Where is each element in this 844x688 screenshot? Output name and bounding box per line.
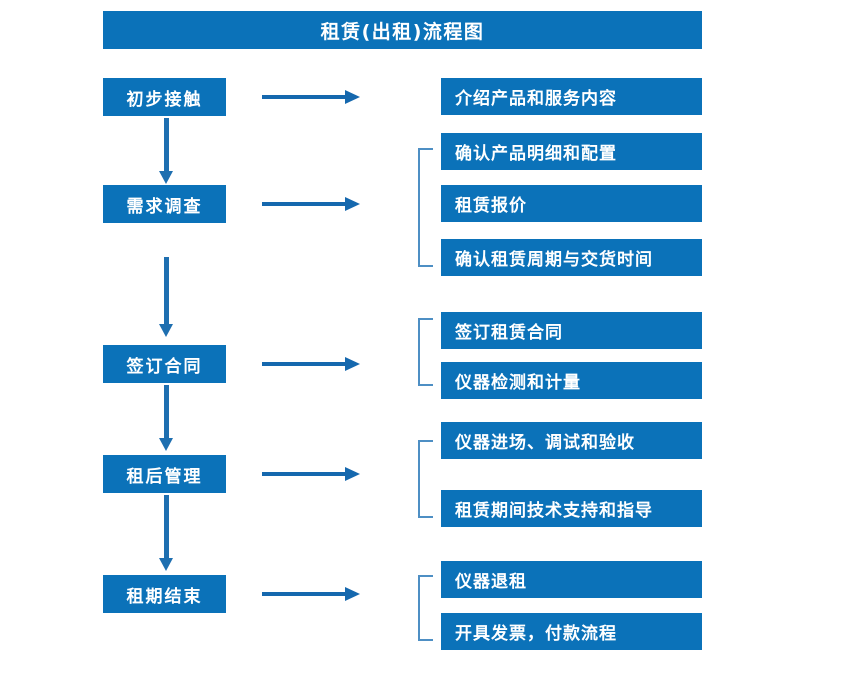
arrow-down-4: [159, 495, 173, 571]
stage-box-2[interactable]: 需求调查: [103, 185, 226, 223]
detail-box-2-3[interactable]: 确认租赁周期与交货时间: [441, 239, 702, 276]
stage-box-1[interactable]: 初步接触: [103, 78, 226, 116]
group-bracket-5: [418, 575, 433, 641]
arrow-head: [159, 171, 173, 184]
arrow-down-3: [159, 385, 173, 451]
detail-box-3-2[interactable]: 仪器检测和计量: [441, 362, 702, 399]
arrow-head: [345, 467, 360, 481]
detail-box-2-1[interactable]: 确认产品明细和配置: [441, 133, 702, 170]
arrow-head: [345, 357, 360, 371]
detail-box-1-1[interactable]: 介绍产品和服务内容: [441, 78, 702, 115]
arrow-head: [345, 197, 360, 211]
arrow-head: [159, 558, 173, 571]
detail-box-2-2[interactable]: 租赁报价: [441, 185, 702, 222]
arrow-shaft: [262, 472, 346, 476]
arrow-shaft: [164, 118, 169, 171]
detail-box-4-2[interactable]: 租赁期间技术支持和指导: [441, 490, 702, 527]
arrow-down-1: [159, 118, 173, 184]
arrow-shaft: [262, 362, 346, 366]
arrow-right-5: [262, 587, 360, 601]
arrow-head: [159, 324, 173, 337]
arrow-right-4: [262, 467, 360, 481]
group-bracket-3: [418, 318, 433, 386]
arrow-shaft: [262, 95, 346, 99]
stage-box-3[interactable]: 签订合同: [103, 345, 226, 383]
arrow-shaft: [262, 202, 346, 206]
stage-box-4[interactable]: 租后管理: [103, 455, 226, 493]
arrow-shaft: [164, 257, 169, 324]
arrow-shaft: [164, 495, 169, 558]
arrow-right-1: [262, 90, 360, 104]
arrow-down-2: [159, 257, 173, 337]
group-bracket-4: [418, 440, 433, 518]
arrow-right-3: [262, 357, 360, 371]
detail-box-3-1[interactable]: 签订租赁合同: [441, 312, 702, 349]
diagram-title: 租赁(出租)流程图: [103, 11, 702, 49]
arrow-head: [345, 587, 360, 601]
stage-box-5[interactable]: 租期结束: [103, 575, 226, 613]
arrow-shaft: [164, 385, 169, 438]
detail-box-4-1[interactable]: 仪器进场、调试和验收: [441, 422, 702, 459]
arrow-right-2: [262, 197, 360, 211]
group-bracket-2: [418, 148, 433, 267]
arrow-head: [159, 438, 173, 451]
detail-box-5-1[interactable]: 仪器退租: [441, 561, 702, 598]
arrow-shaft: [262, 592, 346, 596]
detail-box-5-2[interactable]: 开具发票，付款流程: [441, 613, 702, 650]
arrow-head: [345, 90, 360, 104]
